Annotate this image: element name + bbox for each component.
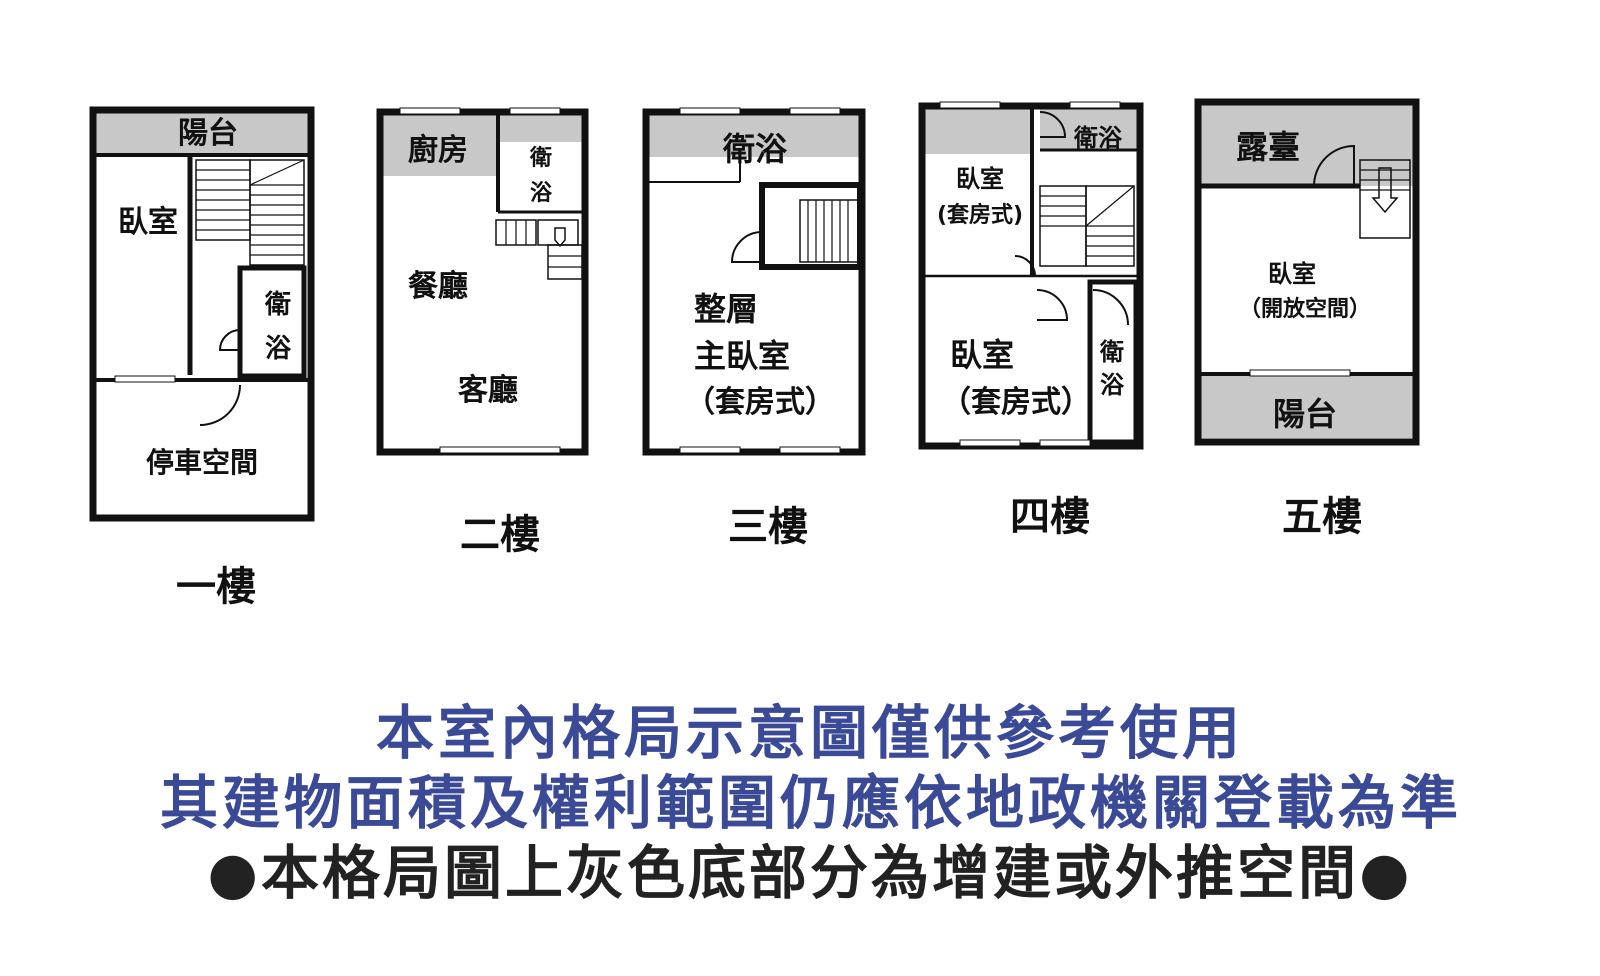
floor-5-outline: [1194, 98, 1420, 446]
floor-3-master-label-1: 整層: [694, 290, 758, 328]
floor-3-outline: [642, 108, 866, 456]
floor-5-bedroom-label-1: 臥室: [1268, 260, 1316, 288]
floor-5-balcony-label: 陽台: [1273, 395, 1337, 433]
floor-1-balcony-label: 陽台: [178, 116, 238, 151]
floor-3-plan: [642, 108, 866, 456]
floor-4-bedroom-a-label-2: (套房式): [937, 202, 1023, 228]
notice-line-1: 本室內格局示意圖僅供參考使用: [375, 699, 1244, 767]
floor-1-parking-label: 停車空間: [146, 446, 258, 479]
floor-2-living-label: 客廳: [458, 373, 518, 408]
floor-2-title: 二樓: [460, 512, 540, 558]
floor-4-bedroom-a-label-1: 臥室: [956, 165, 1004, 193]
notice-line-2: 其建物面積及權利範圍仍應依地政機關登載為準: [160, 769, 1463, 837]
floor-4-bedroom-b-label-1: 臥室: [950, 336, 1014, 374]
floor-1-outline: [89, 106, 315, 522]
floor-5-title: 五樓: [1282, 494, 1362, 540]
floor-2-bath-label-1: 衛: [529, 145, 552, 171]
floor-3-master-label-2: 主臥室: [694, 337, 790, 375]
floor-5-plan: [1194, 98, 1420, 446]
notice-line-3: ●本格局圖上灰色底部分為增建或外推空間●: [207, 839, 1413, 907]
floor-5-terrace-label: 露臺: [1236, 128, 1300, 166]
floor-3-bath-label: 衛浴: [722, 130, 788, 168]
floor-5-bedroom-label-2: （開放空間）: [1239, 296, 1371, 322]
floor-3-master-label-3: （套房式）: [685, 385, 835, 420]
floor-1-title: 一樓: [176, 564, 256, 610]
floor-1-bath-label-2: 浴: [265, 334, 292, 364]
floor-1-balcony-area: [93, 110, 311, 155]
floor-4-bath-right-label-2: 浴: [1100, 371, 1125, 399]
floor-2-bath-label-2: 浴: [530, 181, 553, 206]
floor-4-bedroom-b-label-2: （套房式）: [941, 385, 1091, 420]
floor-4-title: 四樓: [1010, 494, 1090, 540]
floor-1-bedroom-label: 臥室: [118, 205, 178, 240]
floor-plans: 陽台 臥室 衛 浴 停車空間 廚房 衛 浴 餐廳 客廳 衛浴 整層 主臥室 （套…: [89, 98, 1420, 610]
floor-4-bath-top-label: 衛浴: [1073, 124, 1123, 152]
floor-2-kitchen-label: 廚房: [408, 133, 468, 168]
floor-1-bath-label-1: 衛: [264, 290, 291, 320]
floor-4-bath-right-label-1: 衛: [1099, 338, 1124, 366]
floor-4-plan: [918, 102, 1144, 450]
floor-2-dining-label: 餐廳: [408, 269, 468, 304]
floor-3-title: 三樓: [728, 504, 808, 550]
